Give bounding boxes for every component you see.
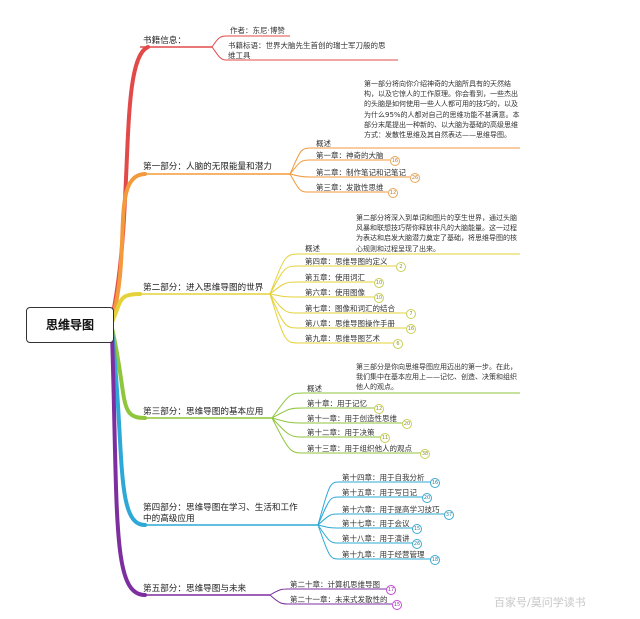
- link-p2-ch8: [269, 293, 406, 329]
- part4-ch19-page-badge: 18: [430, 555, 440, 565]
- link-p4-ch16: [317, 513, 446, 526]
- part2-ch9[interactable]: 第九章：思维导图艺术: [305, 334, 380, 343]
- part2-ch6[interactable]: 第六章：使用图像: [305, 288, 365, 297]
- part4-ch18-page-badge: 26: [412, 539, 422, 549]
- central-topic[interactable]: 思维导图: [26, 307, 114, 343]
- part4-ch16-page-badge: 37: [444, 510, 454, 520]
- part4-ch18[interactable]: 第十八章：用于演讲: [342, 534, 410, 543]
- part5-ch20[interactable]: 第二十章：计算机思维导图: [290, 580, 380, 589]
- part2-label[interactable]: 第二部分：进入思维导图的世界: [143, 283, 264, 293]
- part3-ch10-page-badge: 12: [374, 404, 384, 414]
- link-tagline: [211, 46, 398, 61]
- part2-ch8[interactable]: 第八章：思维导图操作手册: [305, 319, 395, 328]
- part1-label[interactable]: 第一部分：人脑的无限能量和潜力: [143, 162, 272, 172]
- part3-ch10[interactable]: 第十章：用于记忆: [307, 399, 367, 408]
- part4-ch17[interactable]: 第十七章：用于会议: [342, 519, 410, 528]
- book-tagline-line2[interactable]: 维工具: [228, 51, 251, 60]
- link-p2-ch6: [269, 293, 374, 298]
- link-p3-ch10: [271, 407, 380, 419]
- part3-ch13-page-badge: 38: [420, 449, 430, 459]
- part2-ch5-page-badge: 10: [374, 278, 384, 288]
- part3-ch13[interactable]: 第十三章：用于组织他人的观点: [307, 444, 412, 453]
- part4-ch15-page-badge: 20: [422, 493, 432, 503]
- part2-overview[interactable]: 概述: [305, 244, 320, 253]
- part3-ch12[interactable]: 第十二章：用于决策: [307, 428, 375, 437]
- part3-ch11[interactable]: 第十一章：用于创造性思维: [307, 414, 397, 423]
- branch-part4: [110, 330, 147, 527]
- link-p4-ch18: [317, 524, 414, 544]
- link-p5-ch20: [269, 588, 388, 596]
- part2-ch7[interactable]: 第七章：图像和词汇的结合: [305, 304, 395, 313]
- link-p4-ch17: [317, 524, 414, 529]
- book-info-label[interactable]: 书籍信息：: [143, 36, 186, 46]
- part3-label[interactable]: 第三部分：思维导图的基本应用: [143, 407, 264, 417]
- link-p1-overview: [289, 147, 520, 175]
- part4-ch14[interactable]: 第十四章：用于自我分析: [342, 473, 425, 482]
- part3-overview[interactable]: 概述: [307, 384, 322, 393]
- part1-ch3-page-badge: 12: [388, 188, 398, 198]
- link-p3-ch11: [271, 417, 408, 424]
- part5-ch21-page-badge: 15: [392, 600, 402, 610]
- watermark: 百家号/莫问学读书: [494, 596, 586, 609]
- branch-part3: [110, 326, 147, 420]
- part5-label[interactable]: 第五部分：思维导图与未来: [143, 584, 247, 594]
- part1-blurb: 第一部分将向你介绍神奇的大脑所具有的天然结构，以及它惊人的工作原理。你会看到，一…: [364, 80, 520, 140]
- part3-ch12-page-badge: 11: [380, 433, 390, 443]
- part4-ch14-page-badge: 16: [430, 478, 440, 488]
- link-author: [211, 35, 290, 48]
- part3-ch11-page-badge: 20: [402, 419, 412, 429]
- part5-ch20-page-badge: 17: [386, 585, 396, 595]
- part3-blurb: 第三部分是你向思维导图应用迈出的第一步。在此，我们集中在基本应用上——记忆、创造…: [356, 363, 517, 392]
- part2-ch7-page-badge: 7: [406, 309, 416, 319]
- branch-part5: [110, 332, 147, 597]
- part4-ch19[interactable]: 第十九章：用于经营管理: [342, 550, 425, 559]
- book-tagline-line1[interactable]: 书籍标语：世界大脑先生首创的瑞士军刀般的思: [228, 41, 386, 50]
- link-p3-ch13: [271, 417, 426, 454]
- part2-ch9-page-badge: 6: [393, 339, 403, 349]
- part4-ch17-page-badge: 15: [412, 524, 422, 534]
- link-p2-overview: [269, 253, 520, 295]
- part1-overview[interactable]: 概述: [316, 139, 331, 148]
- part2-ch8-page-badge: 16: [406, 324, 416, 334]
- part1-ch2[interactable]: 第二章：制作笔记和记笔记: [316, 168, 406, 177]
- part1-ch2-page-badge: 26: [410, 173, 420, 183]
- part2-ch4-page-badge: 2: [396, 262, 406, 272]
- part1-ch1[interactable]: 第一章：神奇的大脑: [316, 151, 384, 160]
- link-p2-ch4: [269, 265, 396, 295]
- part1-ch1-page-badge: 16: [390, 156, 400, 166]
- link-p2-ch9: [269, 293, 393, 344]
- branch-part2: [110, 292, 142, 324]
- part4-label-line2[interactable]: 中的高级应用: [143, 514, 195, 524]
- link-p1-ch3: [289, 173, 388, 193]
- part4-ch15[interactable]: 第十五章：用于写日记: [342, 488, 417, 497]
- part2-ch4[interactable]: 第四章：思维导图的定义: [305, 257, 388, 266]
- link-p1-ch2: [289, 173, 410, 178]
- part4-label-line1[interactable]: 第四部分：思维导图在学习、生活和工作: [143, 503, 298, 513]
- link-p5-ch21: [269, 594, 392, 605]
- part1-ch3[interactable]: 第三章：发散性思维: [316, 183, 384, 192]
- part5-ch21[interactable]: 第二十一章：未来式发散性的: [290, 595, 388, 604]
- link-p2-ch7: [269, 293, 406, 314]
- link-p2-ch5: [269, 281, 374, 295]
- link-p4-ch15: [317, 496, 424, 526]
- link-p4-ch14: [317, 481, 432, 526]
- link-p3-overview: [271, 392, 520, 419]
- book-author[interactable]: 作者：东尼·博赞: [230, 26, 285, 35]
- part2-ch5[interactable]: 第五章：使用词汇: [305, 273, 365, 282]
- link-p4-ch19: [317, 524, 432, 560]
- part2-ch6-page-badge: 10: [374, 293, 384, 303]
- part2-blurb: 第二部分将深入到单词和图片的孪生世界，通过头脑风暴和联想技巧帮你释放非凡的大脑能…: [356, 214, 517, 253]
- part4-ch16[interactable]: 第十六章：用于提高学习技巧: [342, 505, 440, 514]
- link-p1-ch1: [289, 159, 390, 175]
- link-p3-ch12: [271, 417, 384, 438]
- branch-part1: [110, 172, 147, 322]
